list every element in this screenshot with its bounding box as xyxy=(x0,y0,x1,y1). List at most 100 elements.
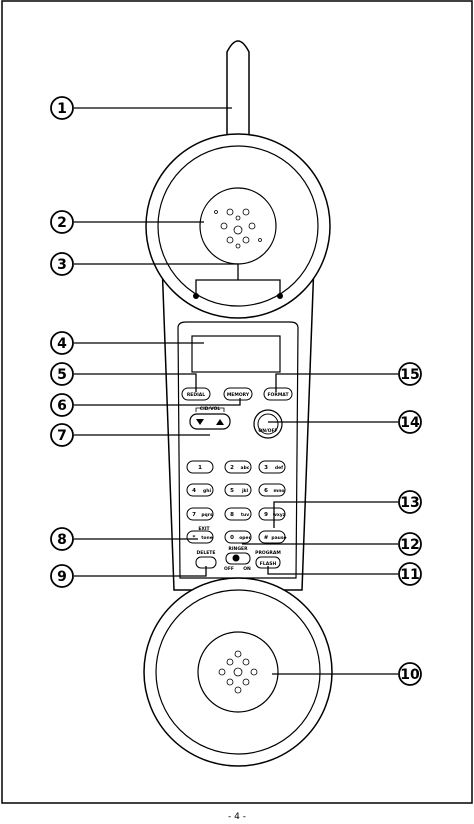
callout-label: 14 xyxy=(400,415,420,431)
key-label: 0 xyxy=(230,535,234,541)
cid-vol-label: CID/VOL xyxy=(200,406,221,412)
callout-label: 15 xyxy=(400,367,419,383)
key-letters: oper xyxy=(239,535,251,541)
delete-label: DELETE xyxy=(197,550,216,556)
callout-label: 9 xyxy=(57,569,67,585)
key-0[interactable]: 0 oper xyxy=(224,530,252,544)
earpiece xyxy=(145,133,331,319)
callout-9: 9 xyxy=(50,564,74,588)
callout-12: 12 xyxy=(398,532,422,556)
callout-14: 14 xyxy=(398,410,422,434)
key-5[interactable]: 5 jkl xyxy=(224,483,252,497)
key-star[interactable]: * tone xyxy=(186,530,214,544)
key-letters: tone xyxy=(201,535,213,541)
up-arrow-icon xyxy=(216,419,224,425)
callout-label: 6 xyxy=(57,398,67,414)
flash-label: FLASH xyxy=(260,561,277,567)
callout-15: 15 xyxy=(398,362,422,386)
key-label: 1 xyxy=(198,465,202,471)
callout-10: 10 xyxy=(398,662,422,686)
key-letters: def xyxy=(275,465,283,471)
key-letters: jkl xyxy=(241,488,249,494)
key-letters: pause xyxy=(271,536,286,541)
mouthpiece-holes xyxy=(218,650,258,694)
leader-3 xyxy=(74,263,239,280)
key-letters: tuv xyxy=(241,512,249,518)
down-arrow-icon xyxy=(196,419,204,425)
program-label: PROGRAM xyxy=(255,550,281,556)
on-off-label: ON/OFF xyxy=(258,428,277,434)
key-4[interactable]: 4 ghi xyxy=(186,483,214,497)
exit-label: EXIT xyxy=(198,526,210,532)
callout-label: 3 xyxy=(57,257,67,273)
key-label: 9 xyxy=(264,512,268,518)
callout-label: 12 xyxy=(400,537,419,553)
callout-7: 7 xyxy=(50,423,74,447)
key-1[interactable]: 1 xyxy=(186,460,214,474)
antenna xyxy=(226,40,250,151)
callout-3: 3 xyxy=(50,252,74,276)
ringer-switch[interactable] xyxy=(225,552,251,565)
key-letters: mno xyxy=(274,489,285,494)
ringer-on-label: ON xyxy=(243,566,251,572)
callout-label: 11 xyxy=(400,567,419,583)
cid-vol-rocker[interactable] xyxy=(189,413,231,430)
callout-label: 10 xyxy=(400,667,420,683)
mouthpiece xyxy=(143,577,333,767)
callout-label: 13 xyxy=(400,495,419,511)
memory-label: MEMORY xyxy=(227,392,250,398)
leader-6 xyxy=(74,398,241,406)
page-border xyxy=(1,0,473,804)
page-number: - 4 - xyxy=(228,812,246,822)
leader-9 xyxy=(74,566,207,577)
callout-label: 8 xyxy=(57,532,67,548)
key-8[interactable]: 8 tuv xyxy=(224,507,252,521)
callout-13: 13 xyxy=(398,490,422,514)
callout-2: 2 xyxy=(50,210,74,234)
key-7[interactable]: 7 pqrs xyxy=(186,507,214,521)
key-label: 2 xyxy=(230,465,234,471)
callout-label: 1 xyxy=(57,101,67,117)
ringer-off-label: OFF xyxy=(224,566,234,572)
callout-label: 4 xyxy=(57,336,67,352)
leader-3-contacts xyxy=(195,279,281,296)
lcd-display xyxy=(191,335,281,373)
callout-5: 5 xyxy=(50,362,74,386)
format-label: FORMAT xyxy=(267,392,289,398)
key-letters: ghi xyxy=(203,488,211,494)
key-letters: pqrs xyxy=(201,512,213,518)
earpiece-holes xyxy=(214,208,262,249)
callout-label: 2 xyxy=(57,215,67,231)
leader-lines xyxy=(74,107,398,675)
key-label: 4 xyxy=(192,488,196,494)
cid-vol-bracket xyxy=(195,407,225,412)
key-2[interactable]: 2 abc xyxy=(224,460,252,474)
key-6[interactable]: 6 mno xyxy=(258,483,286,497)
key-label: 8 xyxy=(230,512,234,518)
callout-label: 5 xyxy=(57,367,67,383)
key-letters: wxyz xyxy=(273,513,286,518)
key-label: * xyxy=(193,535,196,541)
callout-6: 6 xyxy=(50,393,74,417)
redial-label: REDIAL xyxy=(187,392,205,398)
callout-4: 4 xyxy=(50,331,74,355)
key-label: 6 xyxy=(264,488,268,494)
leader-13 xyxy=(273,501,398,528)
key-pound[interactable]: #pause xyxy=(258,530,287,544)
key-9[interactable]: 9 wxyz xyxy=(258,507,286,521)
leader-5 xyxy=(74,373,197,392)
on-off-button[interactable]: ON/OFF xyxy=(253,409,283,439)
ringer-label: RINGER xyxy=(228,546,248,552)
format-button[interactable]: FORMAT xyxy=(263,387,293,401)
key-label: 5 xyxy=(230,488,234,494)
memory-button[interactable]: MEMORY xyxy=(223,387,253,401)
key-letters: abc xyxy=(241,465,250,471)
leader-15 xyxy=(275,373,398,392)
key-label: 7 xyxy=(192,512,196,518)
key-label: # xyxy=(264,535,269,541)
leader-11 xyxy=(267,566,398,575)
